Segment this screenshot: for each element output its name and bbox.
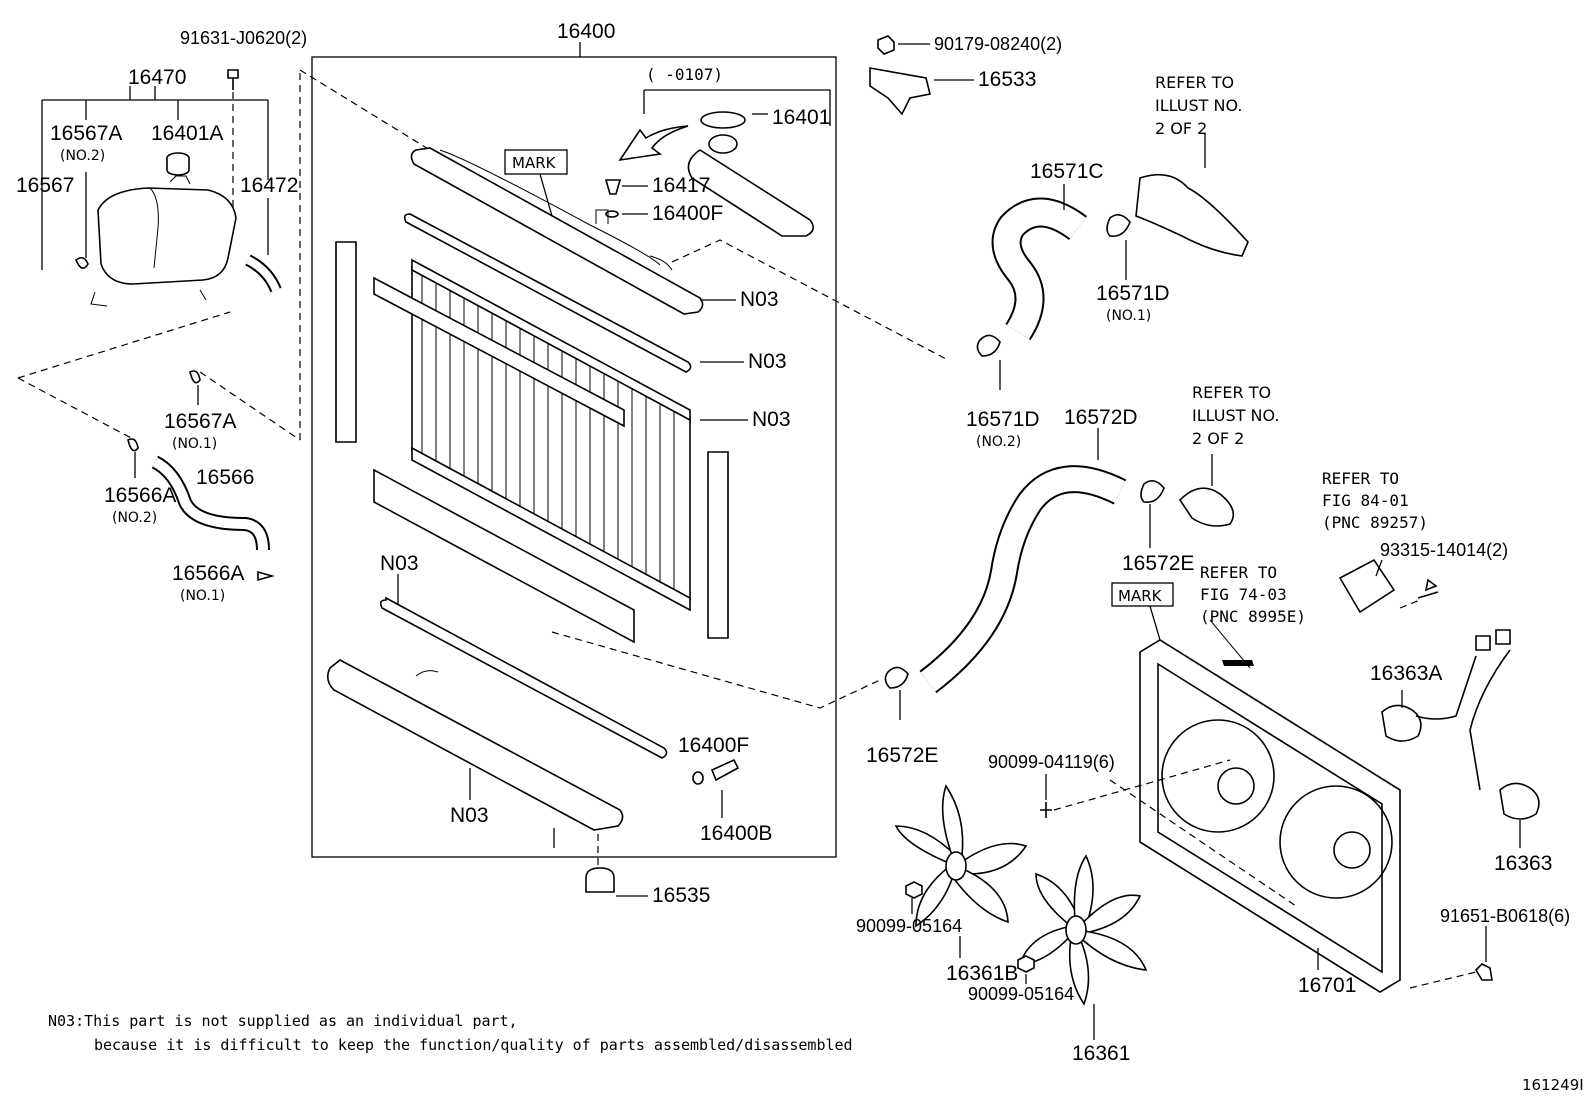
note-line-2: because it is difficult to keep the func… — [94, 1036, 853, 1054]
label-n03-core: N03 — [752, 408, 791, 431]
label-n03-upper-gasket: N03 — [748, 350, 787, 373]
refer-fig74-line1: REFER TO — [1200, 563, 1277, 582]
label-16400: 16400 — [557, 20, 615, 43]
label-16401a: 16401A — [151, 122, 223, 145]
label-16400b: 16400B — [700, 822, 772, 845]
label-90179-08240: 90179-08240(2) — [934, 34, 1062, 54]
cushion — [585, 867, 615, 893]
refer-illust-2-line2: ILLUST NO. — [1192, 406, 1279, 425]
label-no2-b: (NO.2) — [112, 510, 157, 526]
label-16363: 16363 — [1494, 852, 1552, 875]
label-n03-upper-tank: N03 — [740, 288, 779, 311]
label-mark-radiator: MARK — [512, 154, 557, 172]
label-16470: 16470 — [128, 66, 186, 89]
label-93315-14014: 93315-14014(2) — [1380, 540, 1508, 560]
label-no1-b: (NO.1) — [180, 588, 225, 604]
label-16571d-no1: 16571D — [1096, 282, 1170, 305]
label-n03-lower-gasket: N03 — [380, 552, 419, 575]
mark-box-radiator — [504, 149, 568, 175]
refer-fig74-line2: FIG 74-03 — [1200, 585, 1287, 604]
label-90099-05164-a: 90099-05164 — [856, 916, 962, 936]
label-16472: 16472 — [240, 174, 298, 197]
mark-box-shroud — [1111, 582, 1174, 607]
label-16572e-top: 16572E — [1122, 552, 1194, 575]
lower-hose — [884, 428, 1235, 720]
refer-illust-1-line2: ILLUST NO. — [1155, 96, 1242, 115]
label-16566: 16566 — [196, 466, 254, 489]
label-16400f-bottom: 16400F — [678, 734, 749, 757]
label-no1-a: (NO.1) — [172, 436, 217, 452]
label-16417: 16417 — [652, 174, 710, 197]
label-16566a-no1: 16566A — [172, 562, 244, 585]
hose-16566 — [127, 438, 275, 582]
label-range: ( -0107) — [646, 65, 723, 84]
label-16572e-bottom: 16572E — [866, 744, 938, 767]
label-no2-c: (NO.2) — [976, 434, 1021, 450]
relay-bracket — [1338, 558, 1439, 614]
label-mark-shroud: MARK — [1118, 587, 1163, 605]
fan-shroud — [1139, 619, 1401, 993]
label-90099-04119: 90099-04119(6) — [988, 752, 1115, 772]
label-16401: 16401 — [772, 106, 830, 129]
label-90099-05164-b: 90099-05164 — [968, 984, 1074, 1004]
label-16535: 16535 — [652, 884, 710, 907]
label-16572d: 16572D — [1064, 406, 1138, 429]
label-16361b: 16361B — [946, 962, 1018, 985]
label-16533: 16533 — [978, 68, 1036, 91]
refer-illust-2-line1: REFER TO — [1192, 383, 1271, 402]
upper-hose — [976, 134, 1249, 390]
label-91651-b0618: 91651-B0618(6) — [1440, 906, 1570, 926]
label-16571d-no2: 16571D — [966, 408, 1040, 431]
fans — [894, 759, 1493, 1006]
note-line-1: N03:This part is not supplied as an indi… — [48, 1012, 518, 1030]
refer-fig84-line1: REFER TO — [1322, 469, 1399, 488]
drain-cock — [692, 758, 740, 785]
label-16567a-no2: 16567A — [50, 122, 122, 145]
label-no1-c: (NO.1) — [1106, 308, 1151, 324]
label-no2-a: (NO.2) — [60, 148, 105, 164]
label-16567a-no1: 16567A — [164, 410, 236, 433]
reserve-tank — [97, 187, 237, 285]
label-16363a: 16363A — [1370, 662, 1442, 685]
bracket — [869, 35, 931, 116]
fan-motors — [1381, 629, 1540, 848]
diagram-id: 161249I — [1522, 1076, 1584, 1094]
refer-illust-2-line3: 2 OF 2 — [1192, 429, 1244, 448]
refer-fig84-line2: FIG 84-01 — [1322, 491, 1409, 510]
refer-illust-1-line1: REFER TO — [1155, 73, 1234, 92]
radiator-cap-area — [604, 89, 831, 237]
radiator-assembly-frame — [311, 56, 837, 858]
label-16566a-no2: 16566A — [104, 484, 176, 507]
label-16400f-top: 16400F — [652, 202, 723, 225]
label-91631-j0620: 91631-J0620(2) — [180, 28, 307, 48]
refer-illust-1-line3: 2 OF 2 — [1155, 119, 1207, 138]
label-16571c: 16571C — [1030, 160, 1104, 183]
label-16701: 16701 — [1298, 974, 1356, 997]
reserve-tank-group — [14, 69, 431, 441]
refer-fig84-line3: (PNC 89257) — [1322, 513, 1428, 532]
label-16567: 16567 — [16, 174, 74, 197]
label-16361: 16361 — [1072, 1042, 1130, 1065]
label-n03-lower-tank: N03 — [450, 804, 489, 827]
radiator-core — [326, 147, 949, 848]
refer-fig74-line3: (PNC 8995E) — [1200, 607, 1306, 626]
